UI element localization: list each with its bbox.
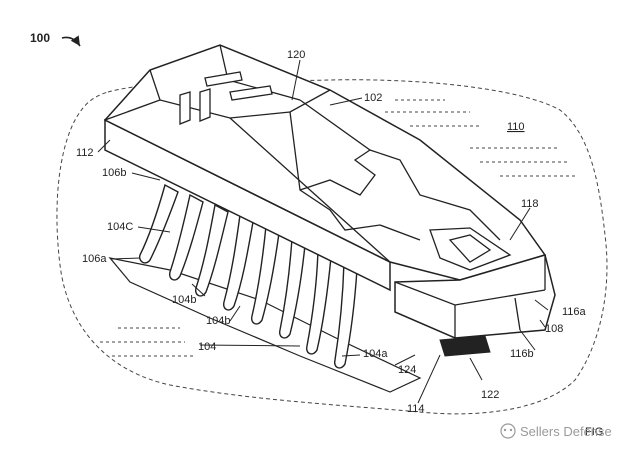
bottom-block	[439, 335, 491, 357]
legs	[138, 183, 358, 369]
label-122: 122	[481, 389, 499, 401]
ground-patch	[108, 257, 422, 393]
label-100: 100	[30, 31, 50, 45]
figure-arrow	[61, 35, 81, 47]
watermark-text: Sellers Defense	[520, 424, 612, 439]
label-104b-2: 104b	[206, 315, 230, 327]
body-top	[103, 44, 547, 281]
label-116b: 116b	[510, 348, 534, 360]
environment-outline	[56, 79, 608, 415]
label-110: 110	[507, 121, 525, 133]
terrain-hatching	[100, 99, 575, 357]
label-104: 104	[198, 341, 216, 353]
body-windows	[179, 71, 273, 125]
label-102: 102	[364, 92, 382, 104]
front-housing-lines	[394, 255, 546, 338]
label-104b-1: 104b	[172, 294, 196, 306]
label-fig: FIG	[585, 426, 603, 438]
label-108: 108	[545, 323, 563, 335]
label-120: 120	[287, 49, 305, 61]
label-104a: 104a	[363, 348, 388, 360]
label-106a: 106a	[82, 253, 107, 265]
watermark: Sellers Defense	[500, 423, 612, 439]
label-124: 124	[398, 364, 416, 376]
label-106b: 106b	[102, 167, 126, 179]
front-housing	[394, 254, 556, 339]
label-114: 114	[407, 403, 425, 415]
label-104c: 104C	[107, 221, 133, 233]
label-116a: 116a	[562, 306, 587, 318]
leader-lines	[97, 59, 549, 404]
label-112: 112	[76, 147, 94, 159]
label-118: 118	[521, 198, 539, 210]
